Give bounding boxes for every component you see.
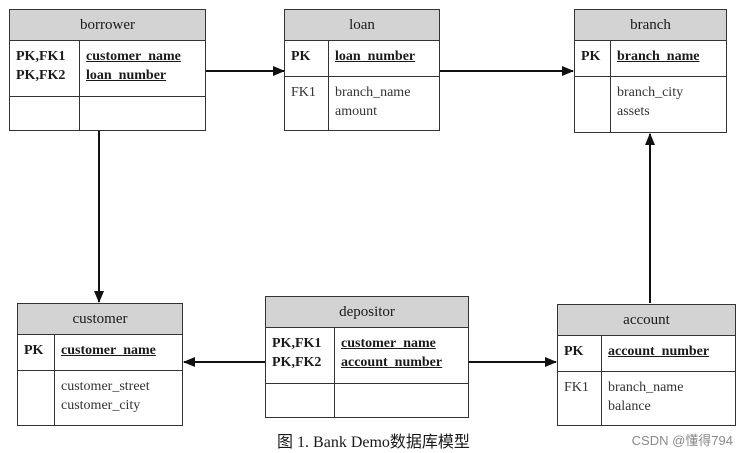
other-attributes: customer_street customer_city <box>55 371 182 425</box>
fk-key-labels <box>10 97 80 130</box>
primary-key-attributes: customer_name <box>55 335 182 371</box>
primary-key-attributes: loan_number <box>329 41 439 77</box>
fk-key-labels <box>266 384 335 417</box>
key-labels: PK <box>558 336 602 372</box>
key-label: PK,FK2 <box>272 355 322 370</box>
key-labels: PK,FK1 PK,FK2 <box>266 328 335 384</box>
entity-account: account PK account_number FK1 branch_nam… <box>557 304 736 426</box>
key-label: PK <box>291 49 311 64</box>
pk-attribute: customer_name <box>61 343 156 358</box>
key-label: PK <box>24 343 44 358</box>
other-attributes <box>80 97 205 130</box>
entity-loan: loan PK loan_number FK1 branch_name amou… <box>284 9 440 131</box>
fk-key-labels <box>575 77 611 132</box>
key-label: PK <box>564 344 584 359</box>
primary-key-attributes: customer_name loan_number <box>80 41 205 97</box>
attribute: branch_city <box>617 85 684 100</box>
pk-attribute: branch_name <box>617 49 700 64</box>
other-attributes: branch_name amount <box>329 77 439 130</box>
entity-title: depositor <box>266 297 468 328</box>
attribute: branch_name <box>335 85 411 100</box>
key-label: PK <box>581 49 601 64</box>
entity-title: borrower <box>10 10 205 41</box>
key-labels: PK,FK1 PK,FK2 <box>10 41 80 97</box>
entity-borrower: borrower PK,FK1 PK,FK2 customer_name loa… <box>9 9 206 131</box>
entity-depositor: depositor PK,FK1 PK,FK2 customer_name ac… <box>265 296 469 418</box>
attribute: assets <box>617 104 650 119</box>
key-labels: PK <box>285 41 329 77</box>
entity-title: account <box>558 305 735 336</box>
fk-key-labels <box>18 371 55 425</box>
other-attributes: branch_city assets <box>611 77 726 132</box>
attribute: balance <box>608 399 651 414</box>
pk-attribute: customer_name <box>86 49 181 64</box>
entity-customer: customer PK customer_name customer_stree… <box>17 303 183 426</box>
key-labels: PK <box>575 41 611 77</box>
other-attributes <box>335 384 468 417</box>
pk-attribute: account_number <box>341 355 443 370</box>
pk-attribute: loan_number <box>86 68 167 83</box>
other-attributes: branch_name balance <box>602 372 735 425</box>
fk-label: FK1 <box>564 380 589 395</box>
attribute: branch_name <box>608 380 684 395</box>
pk-attribute: account_number <box>608 344 710 359</box>
pk-attribute: customer_name <box>341 336 436 351</box>
key-label: PK,FK2 <box>16 68 66 83</box>
watermark: CSDN @懂得794 <box>631 433 733 448</box>
entity-title: loan <box>285 10 439 41</box>
primary-key-attributes: branch_name <box>611 41 726 77</box>
attribute: customer_city <box>61 398 141 413</box>
pk-attribute: loan_number <box>335 49 416 64</box>
primary-key-attributes: account_number <box>602 336 735 372</box>
figure-caption: 图 1. Bank Demo数据库模型 <box>277 434 470 451</box>
fk-label: FK1 <box>291 85 316 100</box>
entity-title: branch <box>575 10 726 41</box>
entity-branch: branch PK branch_name branch_city assets <box>574 9 727 133</box>
attribute: amount <box>335 104 377 119</box>
key-labels: PK <box>18 335 55 371</box>
key-label: PK,FK1 <box>16 49 66 64</box>
fk-key-labels: FK1 <box>558 372 602 425</box>
attribute: customer_street <box>61 379 150 394</box>
key-label: PK,FK1 <box>272 336 322 351</box>
primary-key-attributes: customer_name account_number <box>335 328 468 384</box>
entity-title: customer <box>18 304 182 335</box>
fk-key-labels: FK1 <box>285 77 329 130</box>
